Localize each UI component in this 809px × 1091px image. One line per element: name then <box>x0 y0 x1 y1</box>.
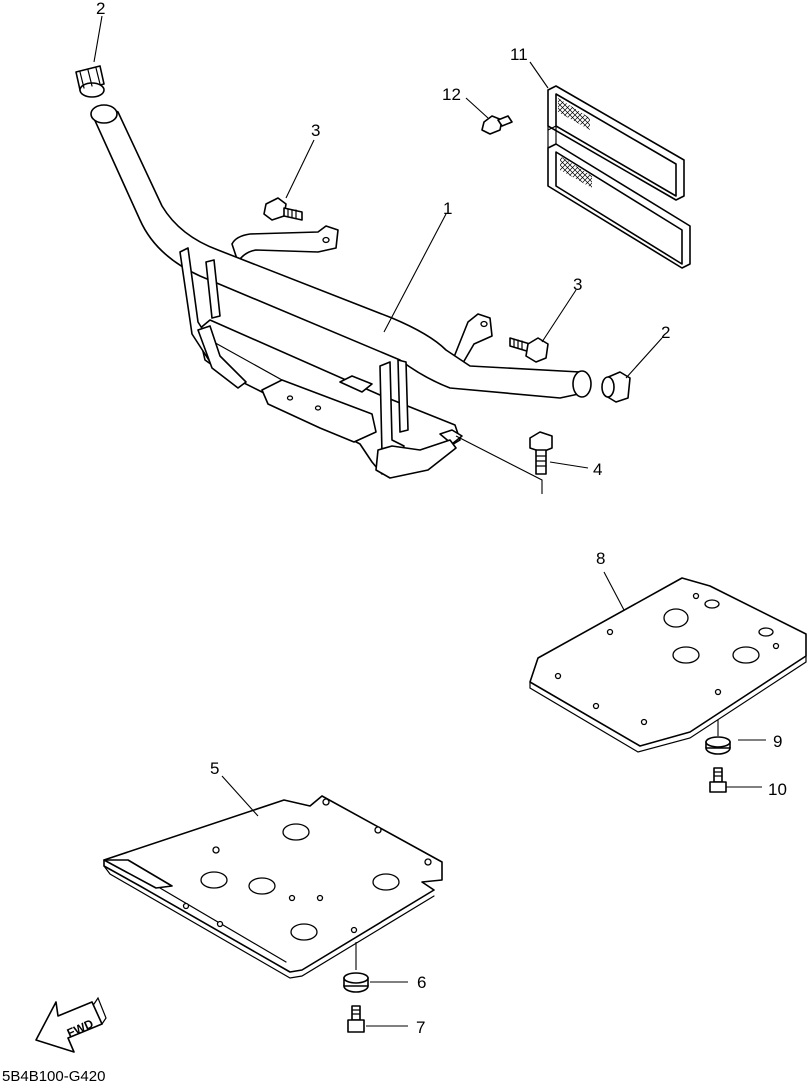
callout-8: 8 <box>596 549 605 568</box>
mesh-grille-panels <box>547 85 691 269</box>
skid-plate-5 <box>103 795 443 979</box>
leader-lines <box>93 15 766 1027</box>
front-bumper-guard <box>90 104 592 479</box>
guard-plate-8 <box>529 577 807 753</box>
callout-labels: 2 1 3 3 2 4 11 12 8 9 10 5 6 7 <box>96 0 787 1037</box>
forward-arrow-icon: FWD <box>35 996 107 1053</box>
rubber-9 <box>705 736 731 755</box>
bolt-3-upper <box>263 197 303 221</box>
end-cap-top-left <box>75 65 105 98</box>
callout-2-right: 2 <box>661 323 670 342</box>
callout-3-right: 3 <box>573 275 582 294</box>
callout-7: 7 <box>416 1018 425 1037</box>
rubber-6 <box>343 972 369 993</box>
callout-3-upper: 3 <box>311 121 320 140</box>
callout-9: 9 <box>773 732 782 751</box>
callout-2-top: 2 <box>96 0 105 18</box>
callout-6: 6 <box>417 973 426 992</box>
callout-12: 12 <box>442 85 461 104</box>
callout-11: 11 <box>510 45 528 64</box>
bolt-7 <box>347 1005 365 1033</box>
callout-5: 5 <box>210 759 219 778</box>
callout-1: 1 <box>443 199 452 218</box>
bolt-10 <box>709 767 727 793</box>
end-cap-right <box>601 371 631 403</box>
callout-10: 10 <box>768 780 787 799</box>
bolt-3-right <box>509 337 549 363</box>
diagram-code: 5B4B100-G420 <box>2 1068 105 1085</box>
screw-12 <box>481 115 513 135</box>
callout-4: 4 <box>593 460 602 479</box>
bolt-4 <box>529 431 553 475</box>
